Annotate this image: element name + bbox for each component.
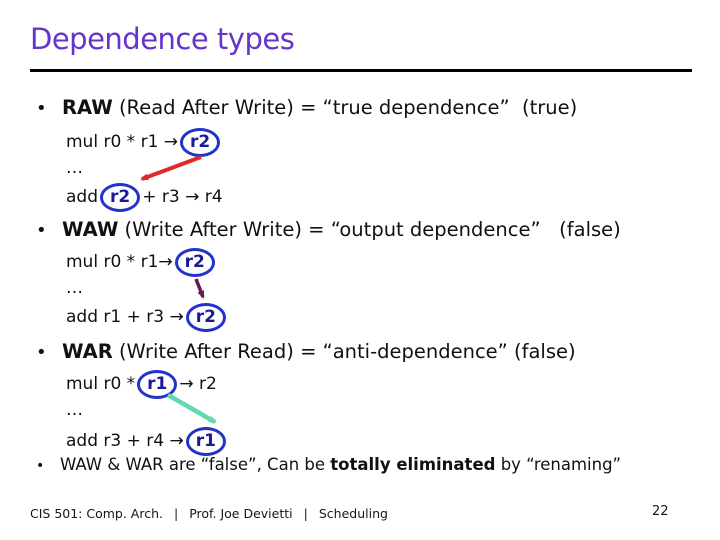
bullet-dot bbox=[36, 218, 62, 243]
register-label: r2 bbox=[184, 251, 205, 272]
waw-code-ellipsis: … bbox=[66, 272, 83, 304]
bullet-raw: RAW (Read After Write) = “true dependenc… bbox=[36, 96, 577, 121]
waw-code-line-1: mul r0 * r1→ r2 bbox=[66, 246, 217, 278]
footer-separator: | bbox=[173, 506, 179, 521]
bullet-summary: WAW & WAR are “false”, Can be totally el… bbox=[36, 454, 621, 477]
war-definition: (Write After Read) = “anti-dependence” (… bbox=[112, 340, 576, 363]
bullet-dot bbox=[36, 96, 62, 121]
raw-code-ellipsis: … bbox=[66, 152, 83, 184]
war-code-line-3: add r3 + r4 → r1 bbox=[66, 425, 228, 457]
ellipsis-text: … bbox=[66, 400, 83, 420]
raw-dependence-arrow bbox=[140, 155, 202, 181]
raw-src-register-circle: r2 bbox=[100, 182, 141, 212]
waw-first-write-register-circle: r2 bbox=[174, 247, 215, 277]
professor-label: Prof. Joe Devietti bbox=[189, 506, 293, 521]
raw-code-line3-text: add bbox=[66, 187, 98, 207]
slide-title: Dependence types bbox=[30, 22, 295, 56]
bullet-waw: WAW (Write After Write) = “output depend… bbox=[36, 218, 621, 243]
war-read-register-circle: r1 bbox=[137, 369, 178, 399]
raw-code-line1-text: mul r0 * r1 → bbox=[66, 132, 179, 152]
waw-code-line1-text: mul r0 * r1→ bbox=[66, 252, 173, 272]
waw-dependence-arrow bbox=[194, 278, 205, 299]
register-label: r1 bbox=[147, 373, 168, 394]
page-number: 22 bbox=[652, 504, 669, 519]
raw-term: RAW bbox=[62, 96, 113, 119]
register-label: r2 bbox=[110, 186, 131, 207]
war-code-line1-post: → r2 bbox=[179, 374, 217, 394]
title-underline bbox=[30, 69, 692, 72]
summary-bold: totally eliminated bbox=[330, 455, 496, 474]
ellipsis-text: … bbox=[66, 278, 83, 298]
bullet-war: WAR (Write After Read) = “anti-dependenc… bbox=[36, 340, 576, 365]
raw-definition: (Read After Write) = “true dependence” (… bbox=[112, 96, 578, 119]
waw-definition: (Write After Write) = “output dependence… bbox=[118, 218, 621, 241]
summary-pre: WAW & WAR are “false”, Can be bbox=[60, 455, 331, 474]
ellipsis-text: … bbox=[66, 158, 83, 178]
war-code-ellipsis: … bbox=[66, 394, 83, 426]
register-label: r2 bbox=[190, 131, 211, 152]
course-label: CIS 501: Comp. Arch. bbox=[30, 506, 163, 521]
waw-term: WAW bbox=[62, 218, 119, 241]
bullet-dot bbox=[36, 340, 62, 365]
topic-label: Scheduling bbox=[318, 506, 388, 521]
war-code-line3-text: add r3 + r4 → bbox=[66, 431, 184, 451]
raw-dest-register-circle: r2 bbox=[180, 127, 221, 157]
waw-code-line-3: add r1 + r3 → r2 bbox=[66, 301, 228, 333]
bullet-dot bbox=[36, 454, 60, 477]
waw-code-line3-text: add r1 + r3 → bbox=[66, 307, 184, 327]
raw-code-line3-post: + r3 → r4 bbox=[142, 187, 223, 207]
raw-code-line-3: add r2 + r3 → r4 bbox=[66, 181, 223, 213]
footer-separator: | bbox=[303, 506, 308, 521]
register-label: r2 bbox=[195, 306, 216, 327]
war-code-line1-text: mul r0 * bbox=[66, 374, 136, 394]
register-label: r1 bbox=[195, 430, 216, 451]
war-write-register-circle: r1 bbox=[185, 426, 226, 456]
summary-post: by “renaming” bbox=[495, 455, 622, 474]
footer: CIS 501: Comp. Arch. | Prof. Joe Deviett… bbox=[30, 506, 388, 521]
war-code-line-1: mul r0 * r1 → r2 bbox=[66, 368, 217, 400]
raw-code-line-1: mul r0 * r1 → r2 bbox=[66, 126, 222, 158]
waw-second-write-register-circle: r2 bbox=[185, 302, 226, 332]
war-term: WAR bbox=[62, 340, 113, 363]
